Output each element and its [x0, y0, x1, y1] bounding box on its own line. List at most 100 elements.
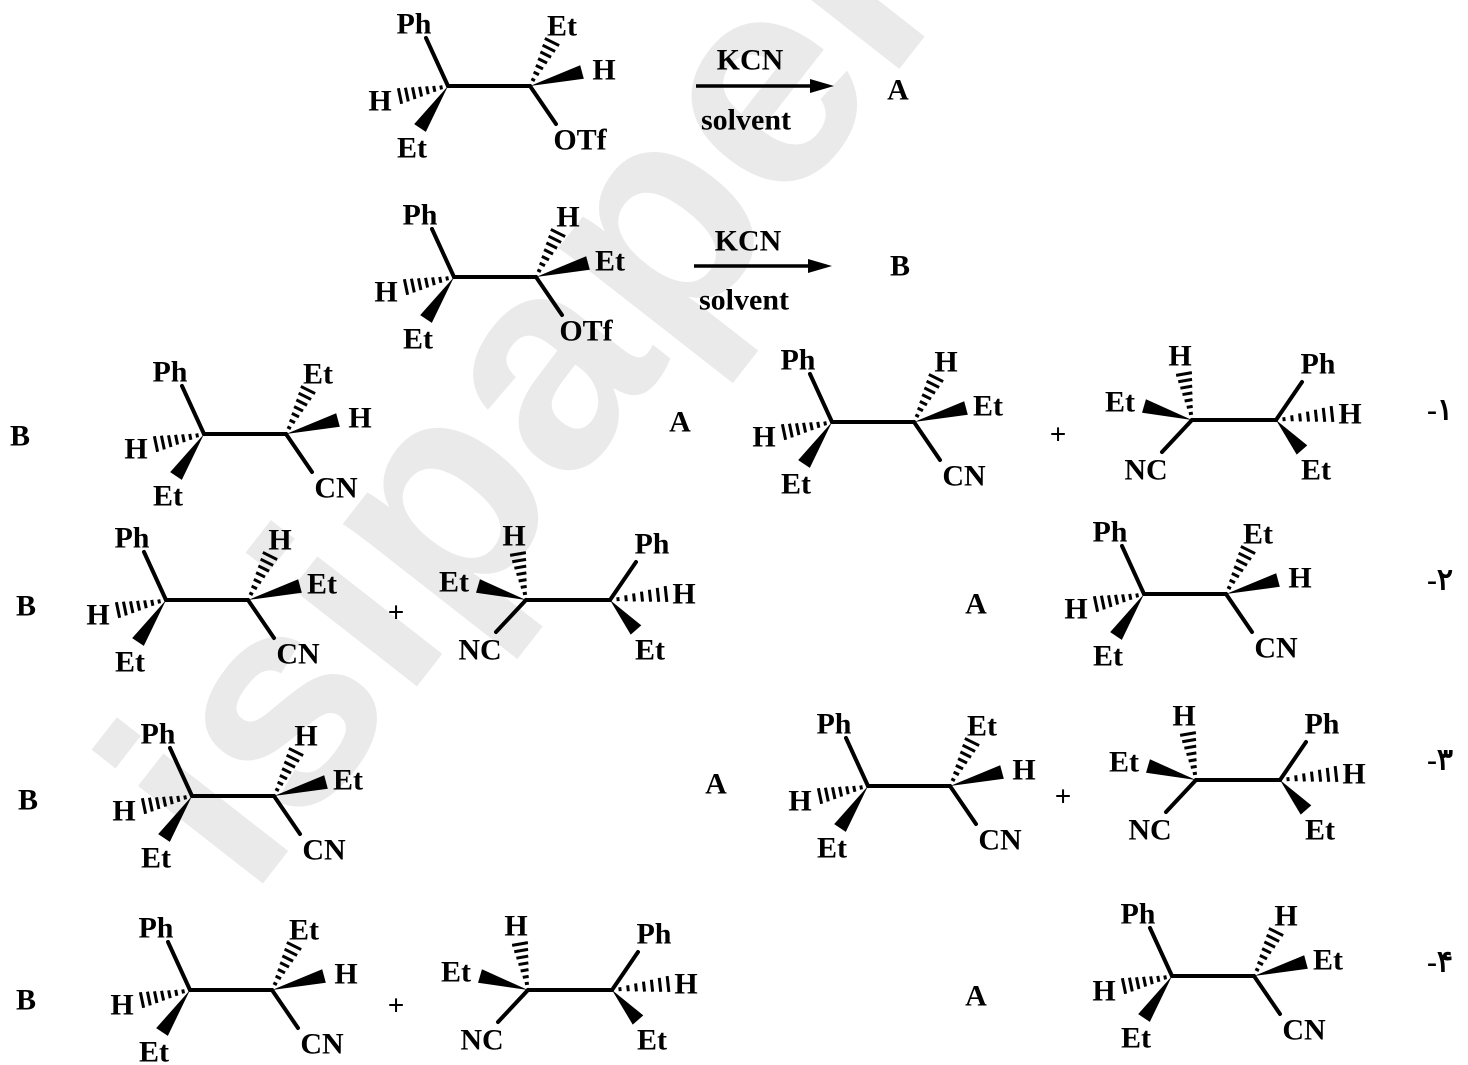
bond-down — [284, 432, 314, 474]
hashed-bond — [1254, 927, 1284, 972]
substituent-hashed: H — [294, 720, 317, 753]
substituent-ph: Ph — [402, 199, 437, 232]
bond-to-ph — [166, 940, 192, 992]
substituent-hashed: Et — [547, 10, 577, 43]
substituent-hashed: H — [110, 989, 133, 1022]
hashed-bond — [816, 785, 864, 805]
bond-down — [1252, 974, 1282, 1016]
wedge-bond — [1146, 759, 1196, 780]
substituent-hashed: H — [752, 421, 775, 454]
bond-down — [270, 988, 300, 1030]
wedge-bond — [610, 600, 642, 635]
option-label-b: B — [16, 590, 36, 623]
substituent-wedged: Et — [1105, 386, 1135, 419]
hashed-bond — [618, 975, 671, 993]
wedge-bond — [248, 579, 302, 600]
solvent-label: solvent — [701, 104, 791, 137]
substituent-down: NC — [458, 634, 501, 667]
hashed-bond — [511, 941, 530, 986]
option-number: -۳ — [1427, 744, 1453, 777]
substituent-wedged: Et — [635, 634, 665, 667]
option-label-a: A — [965, 980, 987, 1013]
option-label-b: B — [16, 984, 36, 1017]
substituent-hashed: H — [124, 433, 147, 466]
substituent-wedged: Et — [403, 323, 433, 356]
wedge-bond — [1138, 976, 1172, 1022]
bond-to-ph — [1148, 926, 1174, 978]
option-label-b: B — [18, 784, 38, 817]
bond-to-ph — [180, 384, 206, 436]
substituent-ph: Ph — [114, 522, 149, 555]
bond-to-ph — [1120, 544, 1146, 596]
bond-down — [496, 988, 530, 1024]
substituent-wedged: Et — [439, 566, 469, 599]
bond-down — [246, 598, 276, 640]
bond-down — [1164, 778, 1198, 814]
substituent-down: CN — [276, 638, 320, 671]
product-label-a: A — [887, 74, 909, 107]
hashed-bond — [272, 941, 302, 986]
substituent-wedged: Et — [139, 1036, 169, 1065]
substituent-hashed: H — [268, 524, 291, 557]
substituent-wedged: Et — [973, 390, 1003, 423]
hashed-bond — [1226, 545, 1256, 590]
hashed-bond — [914, 373, 944, 418]
wedge-bond — [274, 775, 328, 796]
substituent-down: NC — [460, 1024, 503, 1057]
hashed-bond — [616, 585, 669, 603]
substituent-wedged: H — [592, 54, 615, 87]
substituent-hashed: Et — [303, 358, 333, 391]
substituent-hashed: Et — [967, 710, 997, 743]
substituent-hashed: H — [1342, 758, 1365, 791]
substituent-hashed: Et — [1243, 518, 1273, 551]
substituent-wedged: Et — [141, 842, 171, 875]
hashed-bond — [1120, 975, 1168, 995]
wedge-bond — [530, 65, 584, 86]
hashed-bond — [1175, 371, 1194, 416]
substituent-wedged: Et — [441, 956, 471, 989]
option-number: -۲ — [1427, 564, 1453, 597]
wedge-bond — [914, 401, 968, 422]
substituent-ph: Ph — [636, 918, 671, 951]
bond-down — [948, 784, 978, 826]
plus-sign: + — [1055, 781, 1071, 812]
substituent-down: OTf — [559, 315, 613, 348]
substituent-hashed: H — [368, 85, 391, 118]
wedge-bond — [536, 256, 590, 277]
wedge-bond — [1142, 399, 1192, 420]
bond-down — [272, 794, 302, 836]
bond-to-ph — [610, 950, 640, 992]
substituent-down: NC — [1128, 814, 1171, 847]
wedge-bond — [476, 579, 526, 600]
plus-sign: + — [388, 597, 404, 628]
substituent-wedged: Et — [333, 764, 363, 797]
wedge-bond — [950, 765, 1004, 786]
wedge-bond — [1276, 420, 1308, 455]
substituent-down: OTf — [553, 124, 607, 157]
solvent-label: solvent — [699, 284, 789, 317]
option-label-b: B — [10, 420, 30, 453]
wedge-bond — [1254, 955, 1308, 976]
substituent-ph: Ph — [140, 718, 175, 751]
bond-down — [1224, 592, 1254, 634]
substituent-wedged: Et — [1121, 1022, 1151, 1055]
bond-to-ph — [1278, 740, 1308, 782]
substituent-hashed: H — [788, 785, 811, 818]
substituent-wedged: H — [334, 958, 357, 991]
substituent-down: CN — [300, 1028, 344, 1061]
wedge-bond — [170, 434, 204, 480]
wedge-bond — [798, 422, 832, 468]
substituent-hashed: H — [504, 910, 527, 943]
hashed-bond — [1282, 405, 1335, 423]
hashed-bond — [152, 433, 200, 453]
reagent-label: KCN — [717, 44, 784, 77]
substituent-hashed: H — [1168, 340, 1191, 373]
hashed-bond — [402, 276, 450, 296]
hashed-bond — [530, 37, 560, 82]
